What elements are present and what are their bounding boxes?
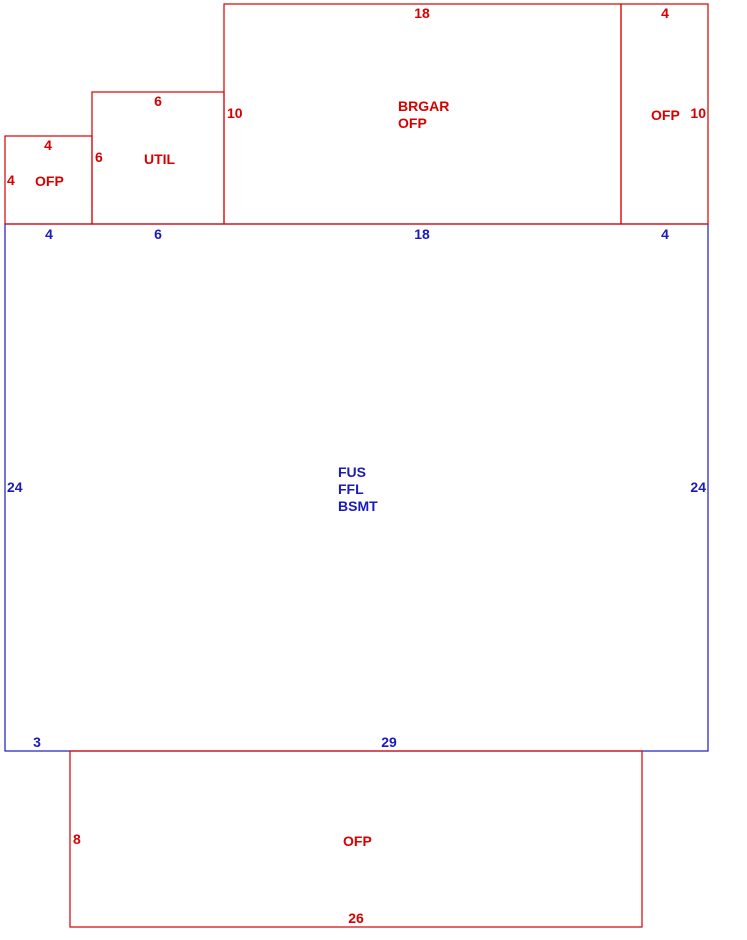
ofp-left: OFP 4 4: [4, 135, 93, 225]
main-area-dim-top-4: 4: [661, 226, 669, 242]
util-dim-top: 6: [154, 93, 162, 109]
ofp-bottom-dim-left: 8: [73, 831, 81, 847]
ofp-left-dim-left: 4: [7, 172, 15, 188]
brgar-label-1: BRGAR: [398, 98, 449, 114]
main-area-dim-top-3: 18: [414, 226, 430, 242]
brgar: BRGAR OFP 18 10: [223, 3, 622, 225]
ofp-right-label: OFP: [651, 107, 680, 123]
main-area-dim-left: 24: [7, 479, 23, 495]
brgar-outline: [223, 3, 622, 225]
ofp-bottom: OFP 8 26: [69, 750, 643, 928]
main-area-label-1: FUS: [338, 464, 366, 480]
main-area-label-3: BSMT: [338, 498, 378, 514]
brgar-dim-top: 18: [414, 5, 430, 21]
main-area-dim-bottom: 29: [381, 734, 397, 750]
ofp-right-dim-top: 4: [661, 5, 669, 21]
ofp-bottom-outline: [69, 750, 643, 928]
ofp-bottom-dim-bottom: 26: [348, 910, 364, 926]
main-area-dim-top-1: 4: [45, 226, 53, 242]
main-area-dim-bottom-left: 3: [33, 734, 41, 750]
brgar-label-2: OFP: [398, 115, 427, 131]
util-dim-left: 6: [95, 149, 103, 165]
ofp-bottom-label: OFP: [343, 833, 372, 849]
ofp-right-dim-right: 10: [690, 105, 706, 121]
ofp-right-outline: [620, 3, 709, 225]
main-area: FUS FFL BSMT 4 6 18 4 24 24 3 29: [4, 223, 709, 752]
main-area-dim-right: 24: [690, 479, 706, 495]
brgar-dim-left: 10: [227, 105, 243, 121]
ofp-left-label: OFP: [35, 173, 64, 189]
main-area-dim-top-2: 6: [154, 226, 162, 242]
main-area-label-2: FFL: [338, 481, 364, 497]
ofp-left-dim-top: 4: [44, 137, 52, 153]
util: UTIL 6 6: [91, 91, 225, 225]
ofp-right: OFP 4 10: [620, 3, 709, 225]
util-label: UTIL: [144, 151, 176, 167]
